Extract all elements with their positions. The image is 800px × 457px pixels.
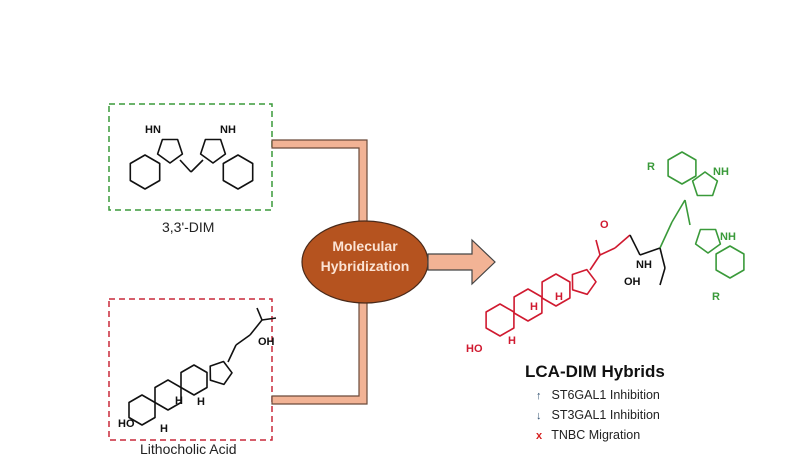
pyrrole-ring bbox=[691, 171, 719, 197]
product-title: LCA-DIM Hybrids bbox=[525, 362, 665, 381]
lca-connector bbox=[271, 299, 368, 405]
atom-label: H bbox=[175, 395, 183, 407]
atom-label: NH bbox=[220, 124, 236, 136]
process-label: Molecular Hybridization bbox=[303, 236, 427, 276]
atom-label: NH bbox=[636, 259, 652, 271]
feature-text: ST6GAL1 Inhibition bbox=[551, 388, 660, 402]
atom-label: HO bbox=[466, 343, 483, 355]
bond bbox=[599, 247, 616, 256]
atom-label: HN bbox=[145, 124, 161, 136]
feature-item: ↓ ST3GAL1 Inhibition bbox=[536, 408, 660, 422]
lca-box bbox=[108, 298, 273, 441]
bond bbox=[179, 159, 192, 173]
dim-box bbox=[108, 103, 273, 211]
arrow-up-icon: ↑ bbox=[536, 390, 542, 402]
feature-text: TNBC Migration bbox=[551, 428, 641, 442]
bond bbox=[684, 199, 691, 226]
atom-label: H bbox=[530, 301, 538, 313]
atom-label: NH bbox=[713, 166, 729, 178]
atom-label: H bbox=[197, 396, 205, 408]
pyrrole-ring bbox=[156, 138, 184, 164]
ring-a bbox=[485, 303, 515, 337]
feature-item: ↑ ST6GAL1 Inhibition bbox=[536, 388, 660, 402]
benzene-ring bbox=[129, 154, 161, 190]
process-label-line1: Molecular bbox=[332, 238, 398, 254]
atom-label: R bbox=[647, 161, 655, 173]
atom-label: H bbox=[555, 291, 563, 303]
benzene-ring bbox=[222, 154, 254, 190]
dim-connector bbox=[271, 139, 368, 225]
bond bbox=[659, 247, 666, 269]
bond bbox=[671, 199, 686, 223]
dim-label: 3,3'-DIM bbox=[162, 219, 215, 235]
bond bbox=[190, 159, 204, 173]
atom-label: OH bbox=[258, 336, 275, 348]
bond bbox=[589, 254, 601, 271]
hybridization-arrow bbox=[427, 238, 496, 286]
process-label-line2: Hybridization bbox=[320, 258, 410, 274]
bond bbox=[235, 334, 251, 346]
pyrrole-ring bbox=[694, 228, 722, 254]
feature-item: x TNBC Migration bbox=[536, 428, 640, 442]
atom-label: H bbox=[160, 423, 168, 435]
atom-label: R bbox=[712, 291, 720, 303]
atom-label: NH bbox=[720, 231, 736, 243]
bond bbox=[639, 247, 661, 256]
bond bbox=[256, 307, 263, 321]
feature-text: ST3GAL1 Inhibition bbox=[551, 408, 660, 422]
ring-c bbox=[180, 364, 208, 396]
bond bbox=[595, 239, 601, 256]
ring-d bbox=[571, 268, 597, 296]
bond bbox=[629, 234, 641, 256]
cross-icon: x bbox=[536, 430, 543, 442]
lca-label: Lithocholic Acid bbox=[140, 441, 237, 457]
atom-label: O bbox=[600, 219, 609, 231]
bond bbox=[249, 319, 263, 336]
bond bbox=[659, 221, 673, 249]
bond bbox=[659, 267, 666, 286]
arrow-down-icon: ↓ bbox=[536, 410, 542, 422]
pyrrole-ring bbox=[199, 138, 227, 164]
bond bbox=[261, 317, 277, 321]
benzene-ring bbox=[715, 245, 745, 279]
atom-label: HO bbox=[118, 418, 135, 430]
bond bbox=[227, 344, 237, 363]
ring-c bbox=[541, 273, 571, 307]
atom-label: H bbox=[508, 335, 516, 347]
benzene-ring bbox=[667, 151, 697, 185]
ring-d bbox=[209, 360, 233, 386]
bond bbox=[614, 234, 631, 249]
atom-label: OH bbox=[624, 276, 641, 288]
